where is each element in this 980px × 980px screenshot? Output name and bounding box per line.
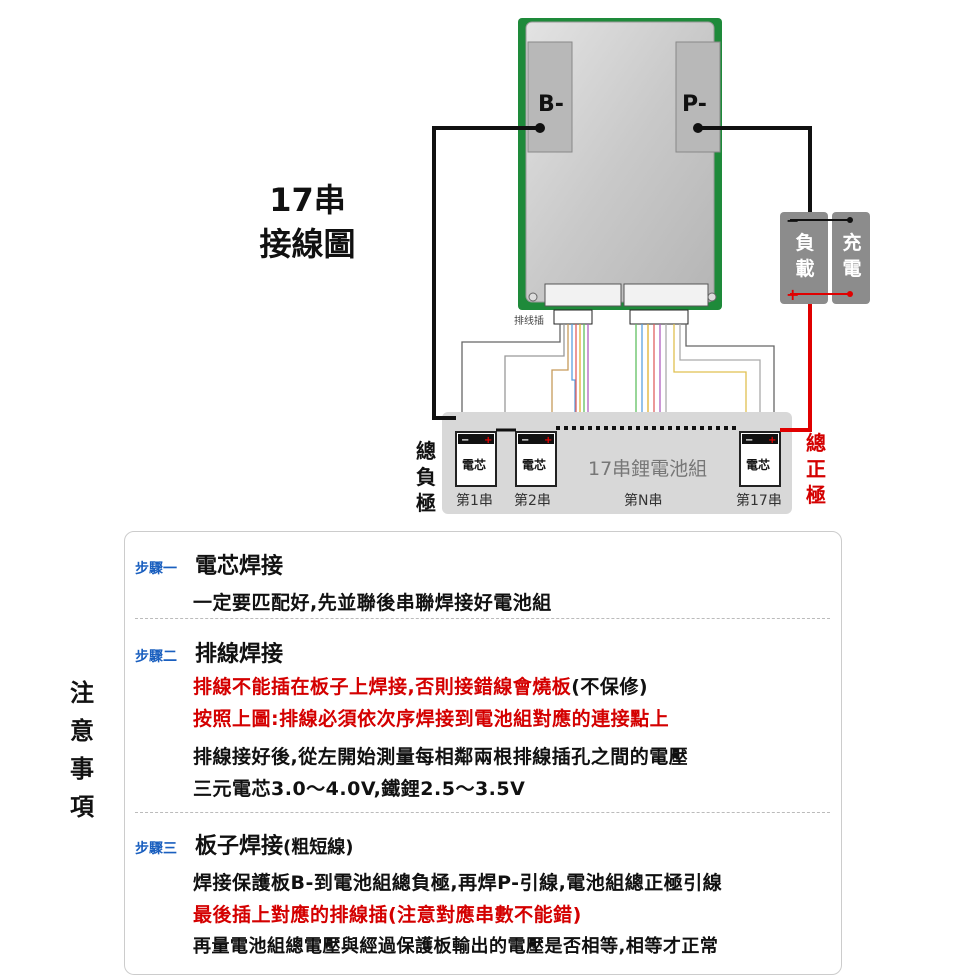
cell-17-text: 電芯: [746, 458, 771, 472]
load-charge-box: − +: [780, 211, 870, 304]
svg-text:−: −: [786, 211, 799, 230]
svg-text:+: +: [768, 435, 776, 446]
diagram-title-line1: 17串: [269, 181, 346, 219]
step2-line1: 排線不能插在板子上焊接,否則接錯線會燒板(不保修): [193, 672, 648, 699]
total-positive-label: 總正極: [806, 431, 826, 507]
total-negative-label: 總負極: [416, 439, 436, 515]
series-label-17: 第17串: [736, 493, 782, 509]
total-positive-wire: [780, 292, 812, 432]
diagram-title-line2: 接線圖: [259, 225, 356, 263]
step2-line4: 三元電芯3.0～4.0V,鐵鋰2.5～3.5V: [193, 778, 526, 800]
step2-line3: 排線接好後,從左開始測量每相鄰兩根排線插孔之間的電壓: [193, 746, 689, 768]
svg-text:−: −: [461, 435, 469, 446]
svg-text:+: +: [786, 285, 799, 304]
series-label-n: 第N串: [624, 493, 663, 509]
b-minus-wire: [432, 126, 540, 420]
load-label: 負載: [795, 232, 815, 280]
series-label-1: 第1串: [456, 493, 493, 509]
step3-line2: 最後插上對應的排線插(注意對應串數不能錯): [193, 904, 582, 926]
step1-line1: 一定要匹配好,先並聯後串聯焊接好電池組: [193, 592, 552, 614]
balance-plug-right: [629, 309, 689, 325]
step3-title-row: 板子焊接(粗短線): [195, 828, 353, 860]
svg-text:−: −: [521, 435, 529, 446]
step2-line1-tail: (不保修): [571, 676, 649, 698]
pack-label: 17串鋰電池組: [588, 458, 708, 480]
charge-label: 充電: [842, 232, 862, 280]
step3-line1: 焊接保護板B-到電池組總負極,再焊P-引線,電池組總正極引線: [193, 872, 723, 894]
divider-2: [135, 812, 830, 813]
cell-2: [515, 431, 557, 487]
step3-tag: 步驟三: [135, 841, 177, 857]
divider-1: [135, 618, 830, 619]
svg-text:+: +: [544, 435, 552, 446]
step1-tag: 步驟一: [135, 561, 177, 577]
step2-line1-warning: 排線不能插在板子上焊接,否則接錯線會燒板: [193, 676, 572, 698]
step2-title: 排線焊接: [195, 642, 284, 667]
step2-tag: 步驟二: [135, 649, 177, 665]
p-minus-wire: [698, 126, 812, 212]
p-minus-label: P-: [682, 92, 707, 117]
svg-text:−: −: [745, 435, 753, 446]
step3-title-tail: (粗短線): [283, 837, 354, 858]
series-label-2: 第2串: [514, 493, 551, 509]
b-minus-label: B-: [538, 92, 564, 117]
wiring-diagram-svg: − + − + − + − +: [432, 18, 870, 514]
diagram-title: 17串 接線圖: [245, 178, 370, 266]
connector-label: 排线插: [514, 316, 544, 327]
step3-title: 板子焊接: [195, 834, 284, 859]
cell-1: [455, 431, 497, 487]
cell-1-text: 電芯: [462, 458, 487, 472]
step3-line3: 再量電池組總電壓與經過保護板輸出的電壓是否相等,相等才正常: [193, 936, 719, 957]
protection-board: [518, 18, 722, 310]
step2-line2: 按照上圖:排線必須依次序焊接到電池組對應的連接點上: [193, 708, 670, 730]
cell-2-text: 電芯: [522, 458, 547, 472]
cell-17: [739, 431, 781, 487]
step1-title: 電芯焊接: [195, 554, 284, 579]
notes-side-title: 注意事項: [70, 679, 94, 821]
balance-plug-left: [553, 309, 593, 325]
svg-text:+: +: [484, 435, 492, 446]
wiring-diagram: − + − + − + − + 17串 接線圖 B- P- 排线插 負載 充電 …: [245, 18, 870, 515]
notes-panel: 步驟一 電芯焊接 一定要匹配好,先並聯後串聯焊接好電池組 步驟二 排線焊接 排線…: [124, 531, 842, 975]
